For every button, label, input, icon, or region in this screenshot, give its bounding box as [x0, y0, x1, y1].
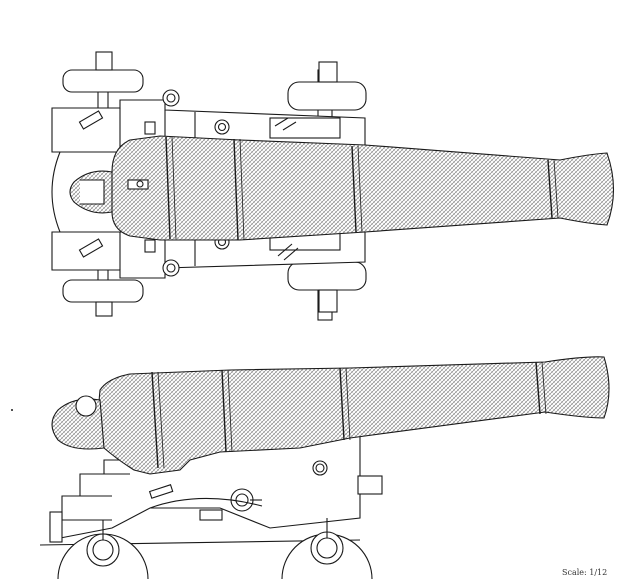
front-truck-top [287, 81, 367, 111]
rear-truck-bottom [62, 279, 144, 303]
rear-truck-top [62, 69, 144, 93]
scale-note: Scale: 1/12 [562, 568, 608, 577]
linchpin [95, 51, 113, 71]
stray-mark [11, 409, 13, 411]
linchpin [318, 289, 338, 313]
side-wheels [49, 511, 373, 579]
barrel-plan [103, 135, 614, 241]
front-truck-bottom [287, 261, 367, 291]
linchpin [318, 61, 338, 83]
plan-view [51, 51, 614, 321]
cap-square [269, 117, 341, 139]
linchpin [95, 301, 113, 317]
side-view [39, 356, 610, 546]
